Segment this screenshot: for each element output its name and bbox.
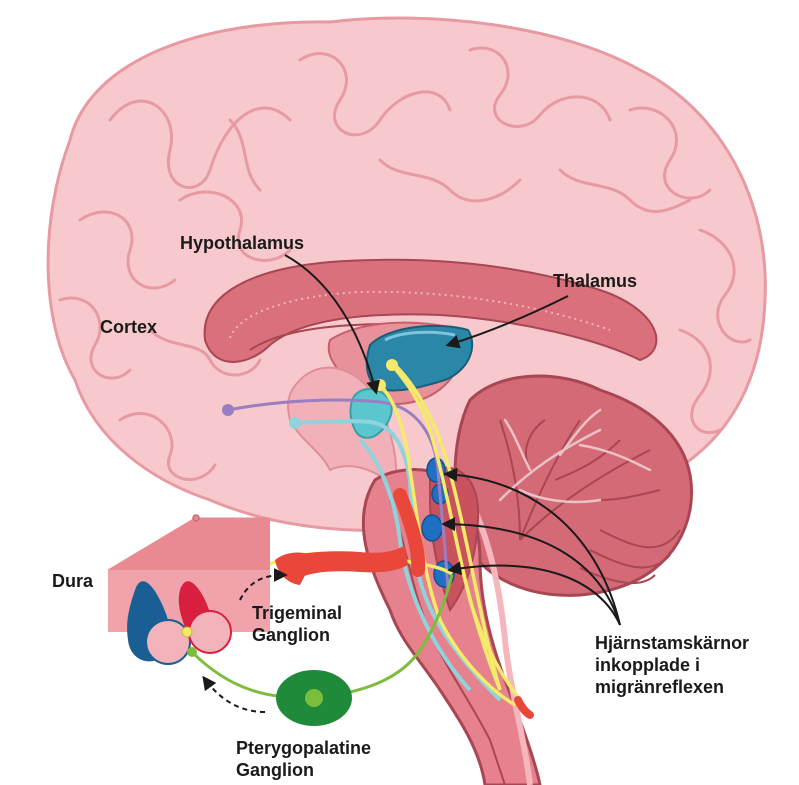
ptery-line-1: Pterygopalatine bbox=[236, 737, 371, 759]
trigeminal-ganglion-label: Trigeminal Ganglion bbox=[252, 602, 342, 646]
brainstem-line-3: migränreflexen bbox=[595, 676, 749, 698]
brainstem-line-2: inkopplade i bbox=[595, 654, 749, 676]
thalamus-label: Thalamus bbox=[553, 270, 637, 292]
pterygopalatine-ganglion-label: Pterygopalatine Ganglion bbox=[236, 737, 371, 781]
brainstem-line-1: Hjärnstamskärnor bbox=[595, 632, 749, 654]
hypothalamus-label: Hypothalamus bbox=[180, 232, 304, 254]
trigeminal-line-1: Trigeminal bbox=[252, 602, 342, 624]
dura-label: Dura bbox=[52, 570, 93, 592]
brainstem-nuclei-label: Hjärnstamskärnor inkopplade i migränrefl… bbox=[595, 632, 749, 698]
cortex-label: Cortex bbox=[100, 316, 157, 338]
trigeminal-line-2: Ganglion bbox=[252, 624, 342, 646]
ptery-line-2: Ganglion bbox=[236, 759, 371, 781]
